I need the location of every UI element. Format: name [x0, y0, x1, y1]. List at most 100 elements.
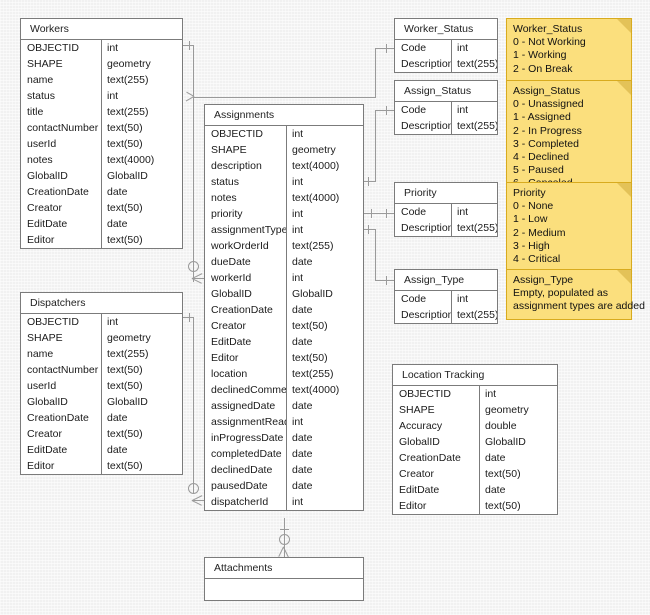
- crowfoot-assignments-dispatcherid: [191, 494, 204, 507]
- field-type: GlobalID: [101, 394, 182, 410]
- field-name: Description: [401, 120, 451, 132]
- field-type: int: [451, 204, 497, 220]
- connector-assign-type-h1: [375, 280, 394, 281]
- field-type: date: [101, 410, 182, 426]
- table-row[interactable]: declinedCommenttext(4000): [205, 382, 363, 398]
- field-name: Creator: [211, 320, 247, 332]
- entity-attachments[interactable]: Attachments: [204, 557, 364, 601]
- field-type: int: [101, 40, 182, 56]
- field-name: SHAPE: [211, 144, 247, 156]
- field-name: name: [27, 348, 54, 360]
- field-name: pausedDate: [211, 480, 268, 492]
- note-line: 1 - Low: [513, 213, 548, 226]
- connector-assign-status-h1: [375, 110, 394, 111]
- field-name: status: [211, 176, 240, 188]
- field-type: text(255): [101, 72, 182, 88]
- field-type: text(50): [101, 200, 182, 216]
- field-type: text(50): [101, 426, 182, 442]
- connector-assign-status-one-tick: [386, 106, 387, 115]
- connector-assign-status-h2: [364, 181, 376, 182]
- note-line: 3 - High: [513, 239, 550, 252]
- note-fold-icon: [617, 19, 631, 33]
- note-assign-status-title: Assign_Status: [513, 85, 581, 97]
- note-line: 4 - Critical: [513, 253, 561, 266]
- entity-assign-status-title: Assign_Status: [395, 81, 497, 102]
